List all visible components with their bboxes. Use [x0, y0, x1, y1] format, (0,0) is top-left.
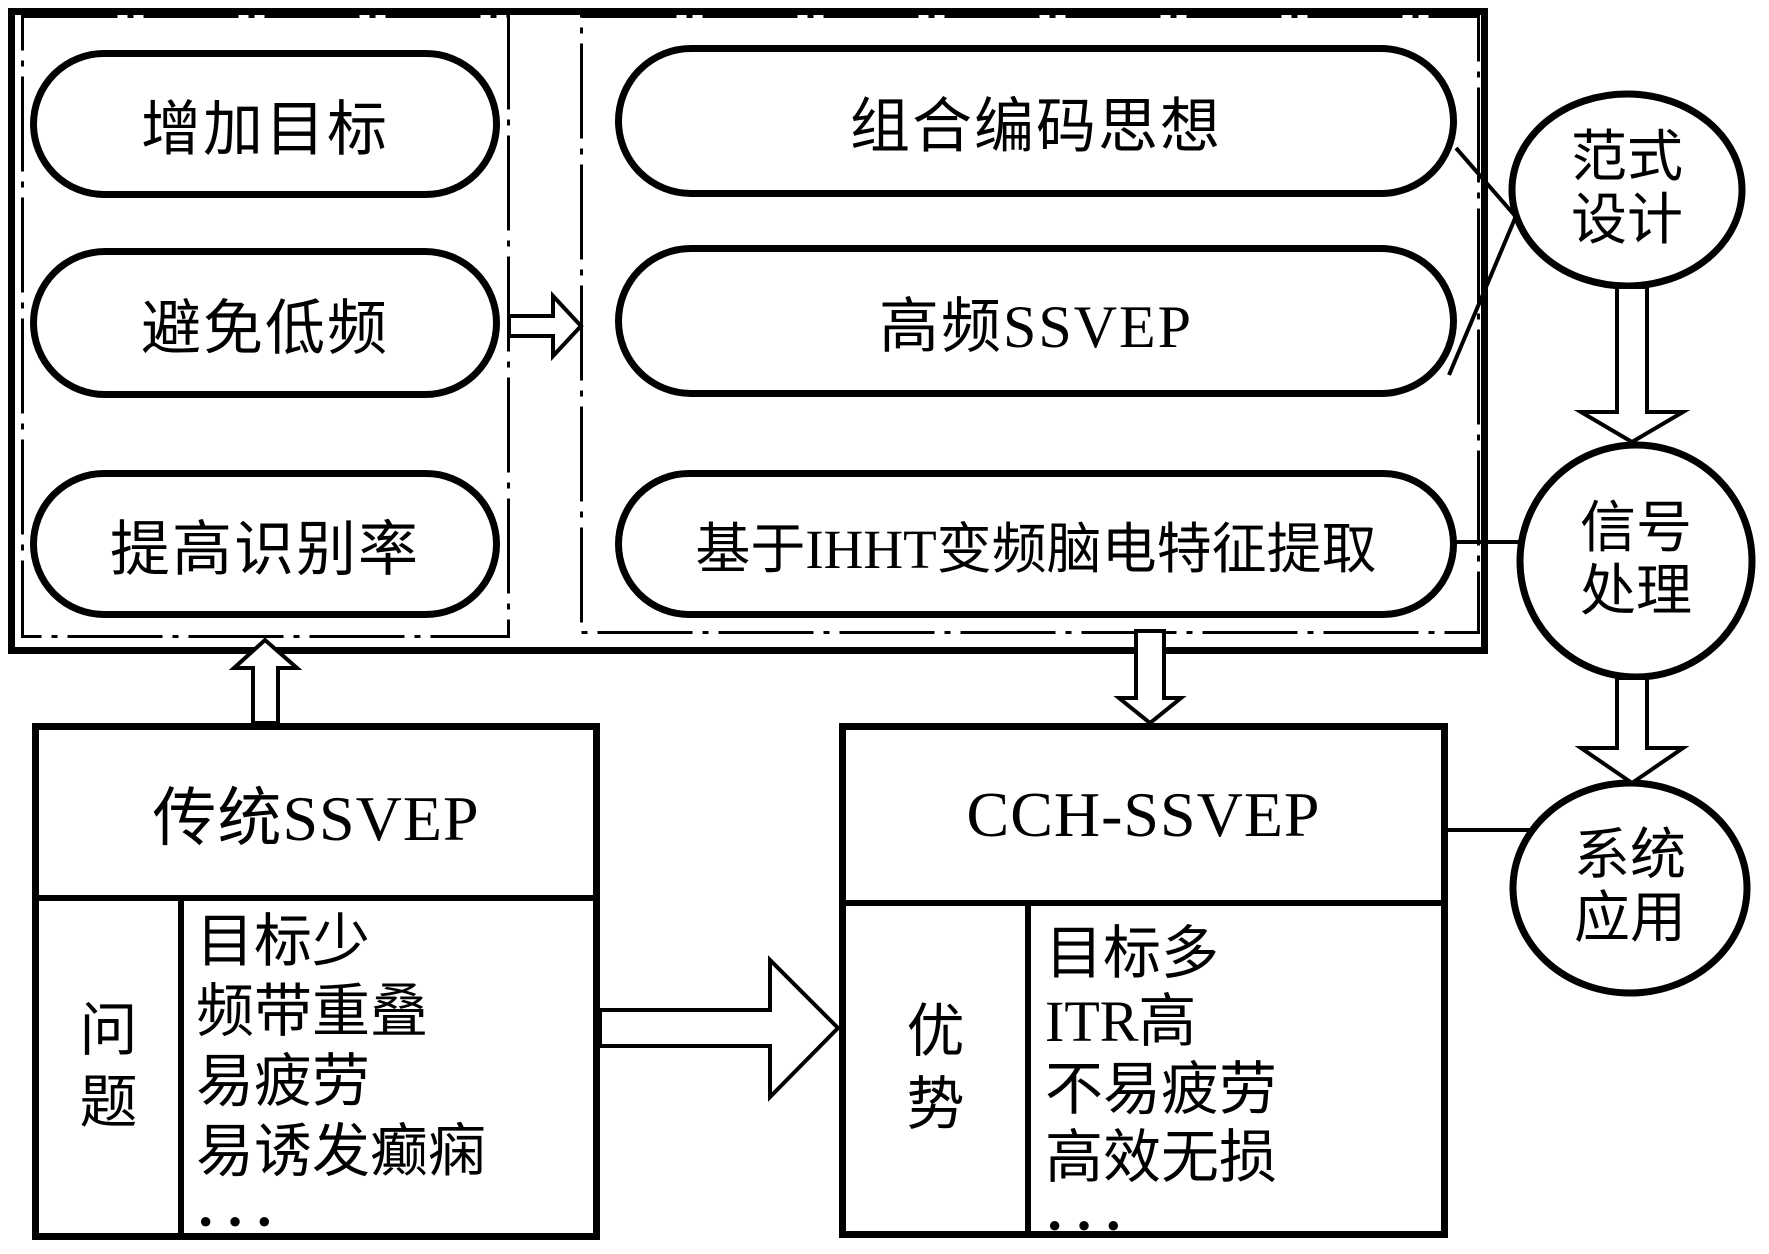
method-ihht-feature-extraction: 基于IHHT变频脑电特征提取	[615, 470, 1457, 618]
method-high-freq-ssvep-label: 高频SSVEP	[878, 293, 1194, 360]
goal-add-targets-label: 增加目标	[141, 96, 389, 163]
list-item: 易诱发癫痫	[196, 1119, 487, 1184]
list-item: 频带重叠	[196, 979, 429, 1044]
goal-improve-recognition-label: 提高识别率	[110, 516, 420, 583]
method-high-freq-ssvep: 高频SSVEP	[615, 245, 1457, 397]
problems-list: 目标少 频带重叠 易疲劳 易诱发癫痫 ···	[184, 901, 593, 1254]
method-combination-coding-label: 组合编码思想	[850, 93, 1222, 160]
arrow-traditional-to-cch	[598, 955, 841, 1102]
cch-ssvep-body: 优 势 目标多 ITR高 不易疲劳 高效无损 ···	[846, 906, 1441, 1254]
list-item: 不易疲劳	[1045, 1057, 1278, 1122]
traditional-ssvep-title: 传统SSVEP	[39, 730, 593, 901]
problems-label: 问 题	[39, 901, 184, 1233]
system-application-label: 系统 应用	[1574, 825, 1686, 950]
list-item: 易疲劳	[196, 1049, 371, 1114]
cch-ssvep-box: CCH-SSVEP 优 势 目标多 ITR高 不易疲劳 高效无损 ···	[839, 723, 1448, 1254]
list-item: ITR高	[1045, 989, 1197, 1054]
advantages-label: 优 势	[846, 906, 1031, 1231]
advantages-list: 目标多 ITR高 不易疲劳 高效无损 ···	[1031, 906, 1441, 1254]
list-item: 目标少	[196, 909, 371, 974]
goal-avoid-low-freq: 避免低频	[30, 248, 500, 398]
traditional-ssvep-body: 问 题 目标少 频带重叠 易疲劳 易诱发癫痫 ···	[39, 901, 593, 1254]
list-item: 高效无损	[1045, 1125, 1278, 1190]
cch-ssvep-title: CCH-SSVEP	[846, 730, 1441, 906]
paradigm-design-label: 范式 设计	[1571, 127, 1683, 252]
ellipsis-item: ···	[196, 1189, 285, 1254]
goal-improve-recognition: 提高识别率	[30, 470, 500, 618]
signal-processing-label: 信号 处理	[1580, 498, 1692, 623]
arrow-signal-to-system	[1574, 676, 1690, 786]
ellipsis-item: ···	[1045, 1193, 1134, 1254]
method-ihht-feature-extraction-label: 基于IHHT变频脑电特征提取	[695, 519, 1377, 580]
goal-add-targets: 增加目标	[30, 50, 500, 198]
list-item: 目标多	[1045, 921, 1220, 986]
traditional-ssvep-box: 传统SSVEP 问 题 目标少 频带重叠 易疲劳 易诱发癫痫 ···	[32, 723, 600, 1254]
arrow-paradigm-to-signal	[1573, 285, 1691, 445]
method-combination-coding: 组合编码思想	[615, 45, 1457, 197]
goal-avoid-low-freq-label: 避免低频	[141, 295, 389, 362]
